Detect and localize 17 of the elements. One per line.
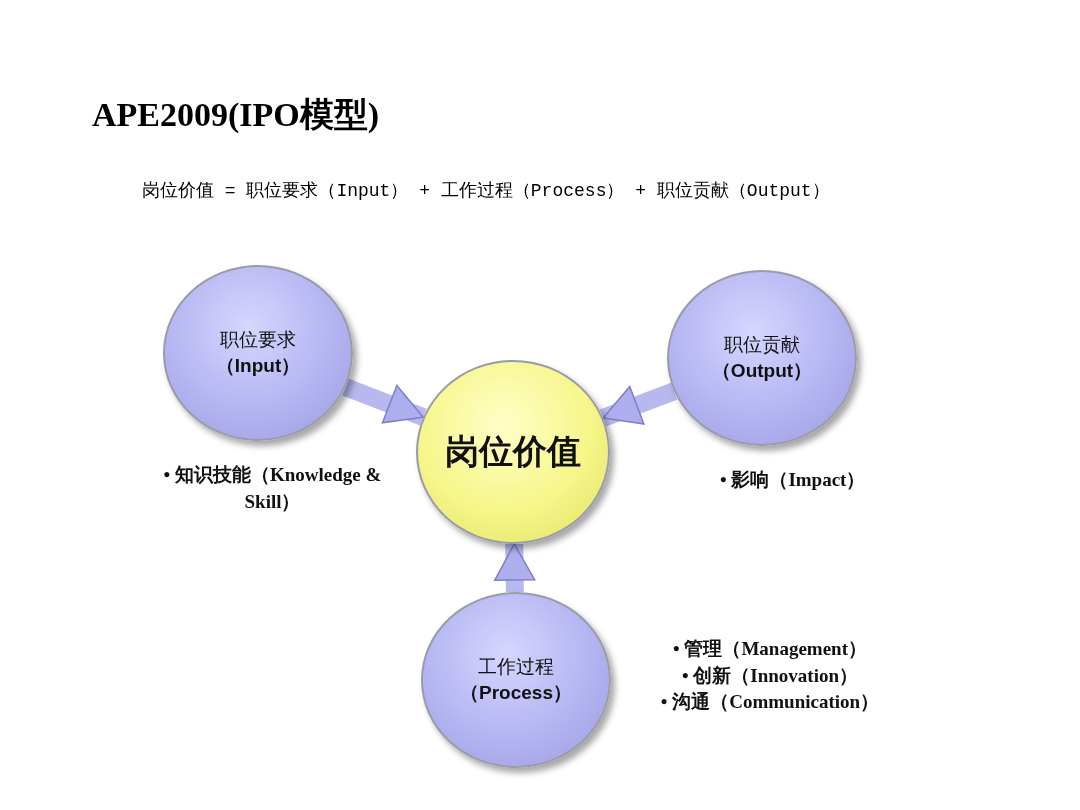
circle-label: 职位要求 [220, 328, 296, 353]
circle-label: 岗位价值 [445, 431, 581, 473]
formula-text: 岗位价值 = 职位要求（Input） + 工作过程（Process） + 职位贡献（Output） [142, 180, 830, 202]
circle-label: （Process） [460, 681, 572, 705]
bullet-item: • 管理（Management） [672, 637, 868, 661]
circle-label: （Input） [215, 354, 301, 378]
circle-label: 工作过程 [478, 655, 554, 680]
block-arrow [599, 382, 678, 427]
bullet-item: • 知识技能（Knowledge & Skill） [162, 463, 383, 514]
block-arrow [342, 378, 427, 426]
circle-label: （Output） [711, 359, 813, 383]
block-arrow [493, 543, 536, 593]
bullet-item: • 影响（Impact） [720, 468, 867, 492]
circle-label: 职位贡献 [724, 333, 800, 358]
bullet-item: • 创新（Innovation） [680, 663, 860, 688]
bullet-item: • 沟通（Communication） [659, 690, 881, 714]
title: APE2009(IPO模型) [92, 95, 380, 135]
